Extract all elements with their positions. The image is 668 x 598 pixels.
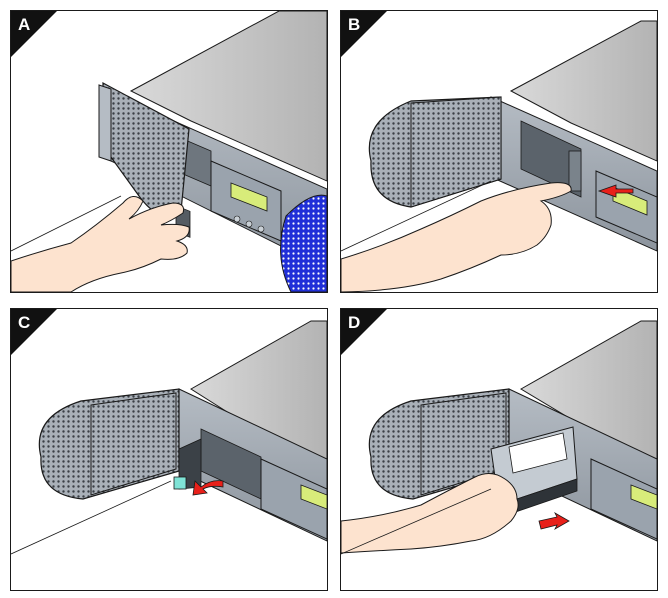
front-bezel [280, 194, 327, 292]
lcd-display [300, 484, 327, 510]
pull-arrow [192, 480, 224, 496]
hand [11, 196, 190, 292]
panel-label-tab [11, 11, 57, 57]
panel-label: B [348, 15, 361, 34]
panel-label: C [18, 313, 31, 332]
step-a-illustration [11, 11, 327, 292]
panel-label-tab [341, 11, 387, 57]
step-a-panel: A [10, 10, 328, 293]
step-d-illustration [341, 320, 657, 555]
panel-label: A [18, 15, 31, 34]
step-c-panel: C [10, 308, 328, 591]
step-c-illustration [11, 320, 327, 555]
step-b-panel: B [340, 10, 658, 293]
step-d-panel: D [340, 308, 658, 591]
latch-button [173, 476, 187, 490]
panel-label: D [348, 313, 361, 332]
pull-arrow [538, 511, 570, 531]
panel-label-tab [341, 309, 387, 355]
hand [341, 473, 519, 554]
lcd-display [630, 484, 657, 510]
push-arrow [597, 184, 634, 198]
step-b-illustration [341, 20, 657, 292]
panel-label-tab [11, 309, 57, 355]
lcd-display [230, 182, 268, 212]
hand [341, 182, 572, 292]
